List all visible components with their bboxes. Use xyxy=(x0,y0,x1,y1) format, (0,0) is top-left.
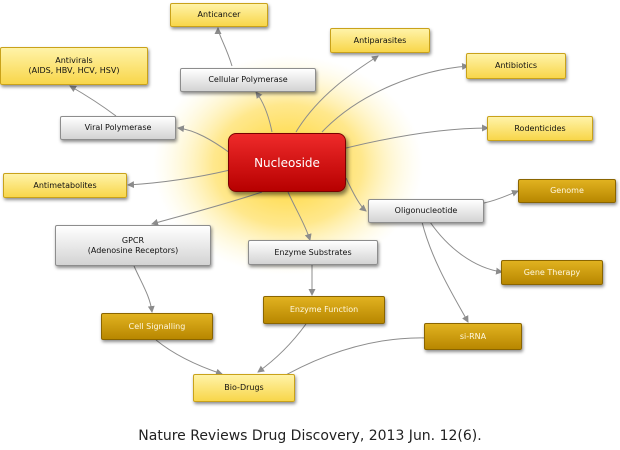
edge-viral-polymerase-antivirals xyxy=(69,85,117,117)
figure-caption: Nature Reviews Drug Discovery, 2013 Jun.… xyxy=(138,428,482,444)
node-gpcr: GPCR (Adenosine Receptors) xyxy=(55,225,211,266)
node-nucleoside: Nucleoside xyxy=(228,133,346,192)
edge-center-viral-polymerase xyxy=(177,125,231,154)
node-anticancer: Anticancer xyxy=(170,3,268,27)
node-enzyme-substrates: Enzyme Substrates xyxy=(248,240,378,265)
edge-center-cellular-polymerase xyxy=(255,91,273,133)
node-rodenticides: Rodenticides xyxy=(487,116,593,141)
node-antiparasites: Antiparasites xyxy=(330,28,430,53)
node-oligonucleotide: Oligonucleotide xyxy=(368,199,484,223)
edge-center-gpcr xyxy=(151,191,263,226)
node-enzyme-function: Enzyme Function xyxy=(263,296,385,324)
edge-center-rodenticides xyxy=(345,124,489,149)
edge-gpcr-cell-signalling xyxy=(133,265,155,313)
node-gene-therapy: Gene Therapy xyxy=(501,260,603,285)
node-cellular-polymerase: Cellular Polymerase xyxy=(180,68,316,92)
node-antivirals: Antivirals (AIDS, HBV, HCV, HSV) xyxy=(0,47,148,85)
edge-cell-signalling-bio-drugs xyxy=(155,339,223,376)
edge-cellular-polymerase-anticancer xyxy=(214,27,233,67)
edge-center-enzyme-substrates xyxy=(287,191,312,241)
edge-oligonucleotide-genome xyxy=(483,189,519,204)
edge-center-antibiotics xyxy=(321,63,469,133)
node-antimetabolites: Antimetabolites xyxy=(3,173,127,198)
edge-center-oligonucleotide xyxy=(345,177,367,212)
node-viral-polymerase: Viral Polymerase xyxy=(60,116,176,140)
node-si-rna: si-RNA xyxy=(424,323,522,350)
node-genome: Genome xyxy=(518,179,616,203)
edge-oligonucleotide-si-rna xyxy=(421,221,469,323)
edge-enzyme-function-bio-drugs xyxy=(257,323,307,373)
edge-oligonucleotide-gene-therapy xyxy=(429,221,503,275)
node-antibiotics: Antibiotics xyxy=(466,53,566,79)
node-cell-signalling: Cell Signalling xyxy=(101,313,213,340)
node-bio-drugs: Bio-Drugs xyxy=(193,374,295,402)
edge-center-antiparasites xyxy=(295,55,379,133)
edge-center-antimetabolites xyxy=(127,169,231,189)
